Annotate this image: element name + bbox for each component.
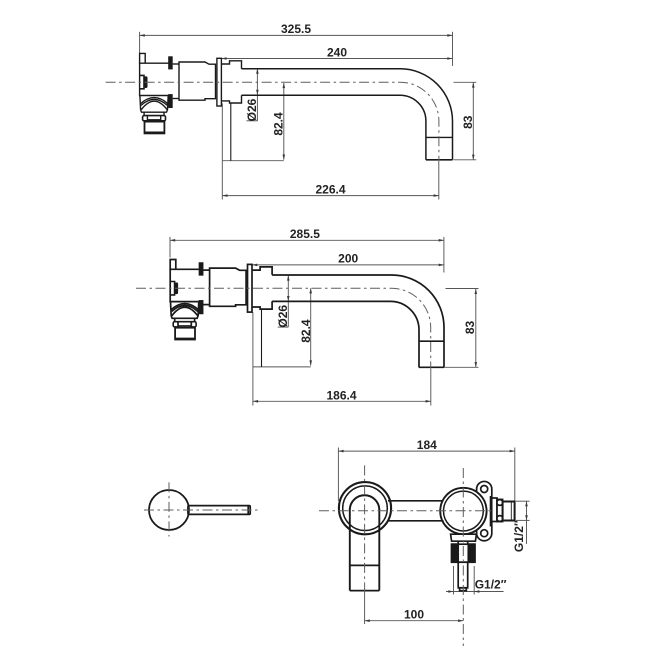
svg-text:325.5: 325.5	[281, 22, 311, 36]
svg-text:83: 83	[461, 115, 475, 129]
svg-text:184: 184	[417, 438, 437, 452]
svg-text:83: 83	[463, 321, 477, 335]
svg-text:82.4: 82.4	[272, 112, 286, 136]
svg-text:G1/2″: G1/2″	[512, 520, 526, 552]
svg-text:285.5: 285.5	[290, 227, 320, 241]
svg-text:Ø26: Ø26	[276, 305, 290, 328]
svg-text:226.4: 226.4	[315, 182, 345, 196]
svg-text:G1/2″: G1/2″	[475, 578, 507, 592]
svg-text:200: 200	[338, 252, 358, 266]
svg-text:240: 240	[327, 46, 347, 60]
svg-text:186.4: 186.4	[326, 388, 356, 402]
svg-text:100: 100	[404, 608, 424, 622]
svg-text:Ø26: Ø26	[245, 98, 259, 121]
svg-text:82.4: 82.4	[299, 319, 313, 343]
